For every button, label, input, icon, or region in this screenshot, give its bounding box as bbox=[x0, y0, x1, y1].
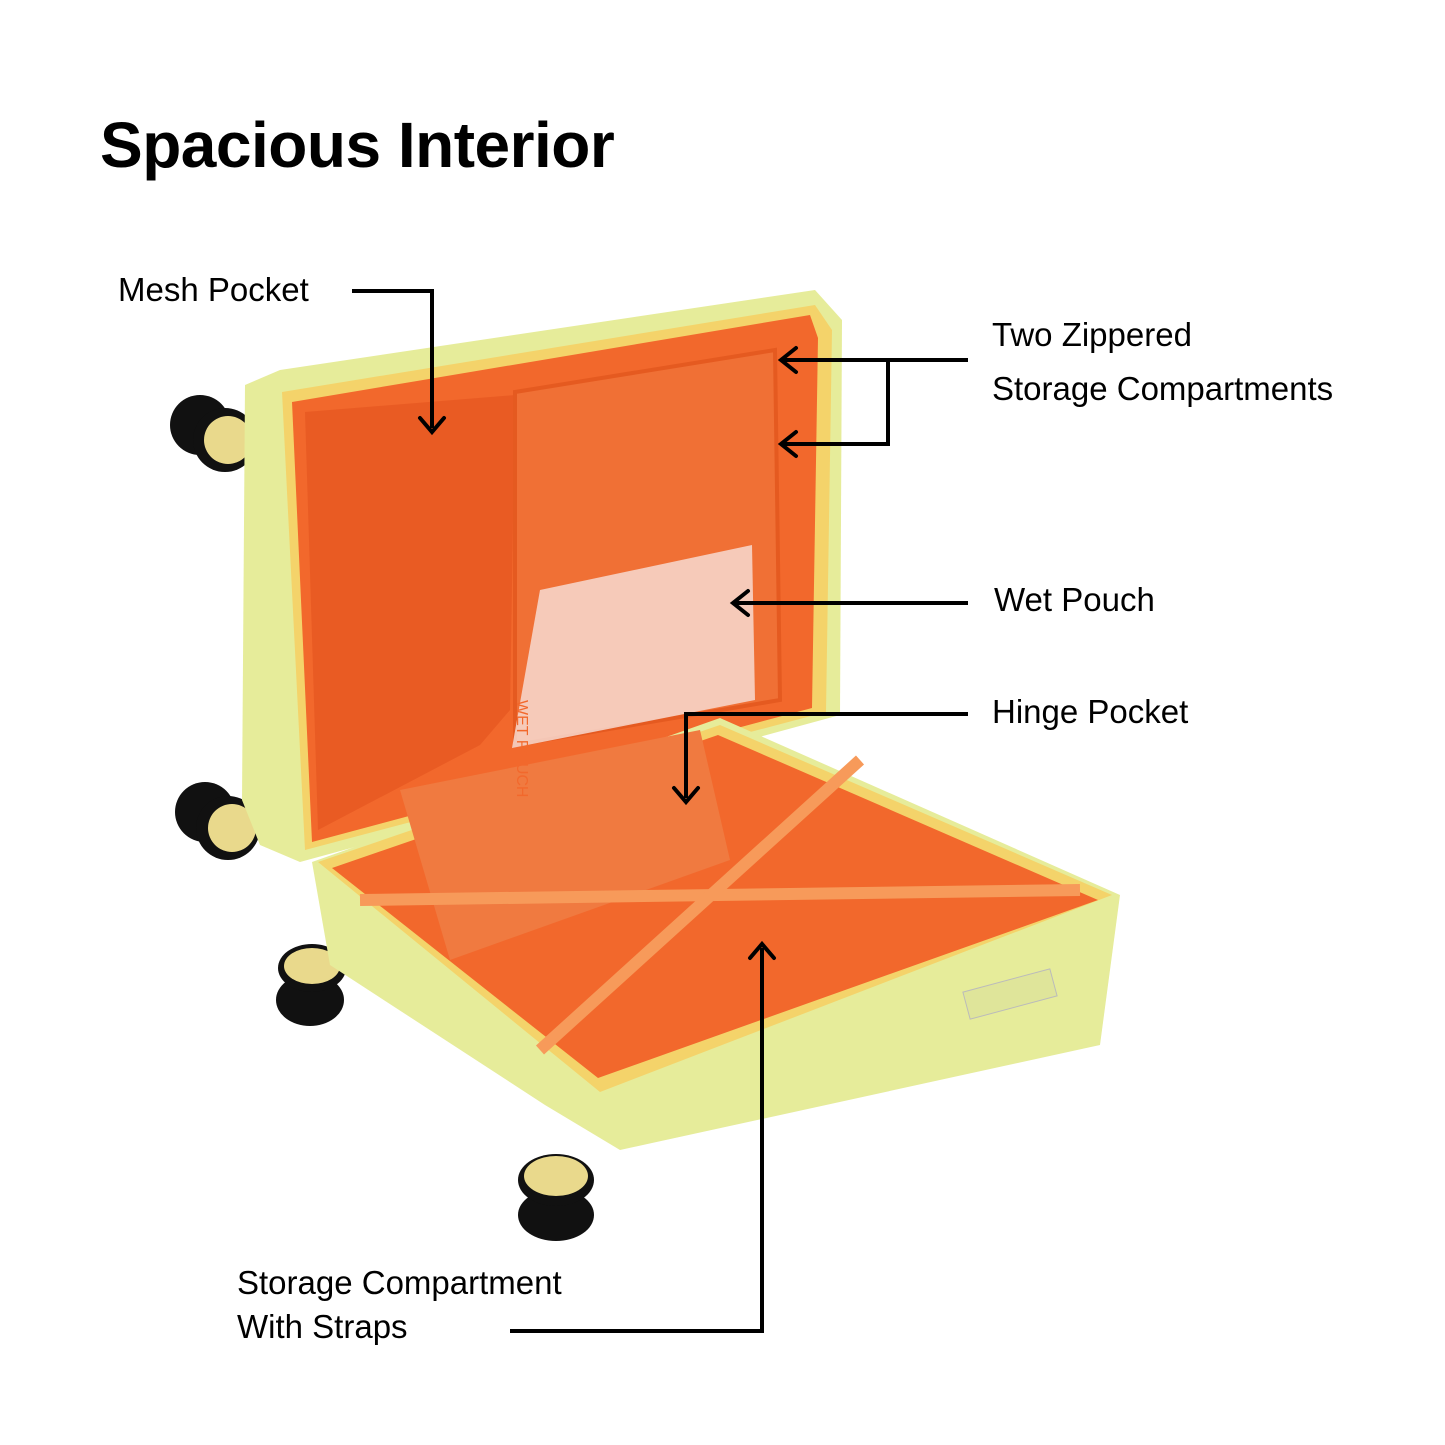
wheel-mid-left bbox=[175, 782, 260, 860]
storage-label-line1: Storage Compartment bbox=[237, 1264, 562, 1301]
arrow-icon bbox=[418, 416, 446, 436]
wheel-bottom bbox=[518, 1154, 594, 1241]
zippered-bracket bbox=[784, 360, 890, 446]
wet-pouch-print: WET POUCH bbox=[513, 700, 530, 798]
arrow-icon bbox=[672, 786, 700, 806]
mesh-pocket-label: Mesh Pocket bbox=[118, 271, 309, 308]
hinge-pocket-label: Hinge Pocket bbox=[992, 693, 1189, 730]
straps bbox=[359, 755, 1081, 1055]
wet-pouch bbox=[512, 545, 755, 748]
arrow-icon bbox=[748, 940, 776, 960]
arrow-icon bbox=[729, 589, 750, 617]
arrow-icon bbox=[777, 430, 798, 458]
hinge-pocket-leader bbox=[684, 712, 968, 798]
wheel-top-left bbox=[170, 395, 257, 472]
zippered-label-line2: Storage Compartments bbox=[992, 370, 1334, 407]
arrow-icon bbox=[777, 346, 798, 374]
page-title: Spacious Interior bbox=[100, 109, 615, 181]
storage-leader bbox=[510, 948, 764, 1333]
storage-label-line2: With Straps bbox=[237, 1308, 408, 1345]
wet-pouch-label: Wet Pouch bbox=[994, 581, 1155, 618]
mesh-pocket-leader bbox=[352, 289, 434, 428]
mesh-pocket bbox=[305, 395, 515, 830]
combination-lock bbox=[962, 968, 1058, 1020]
zippered-label-line1: Two Zippered bbox=[992, 316, 1192, 353]
